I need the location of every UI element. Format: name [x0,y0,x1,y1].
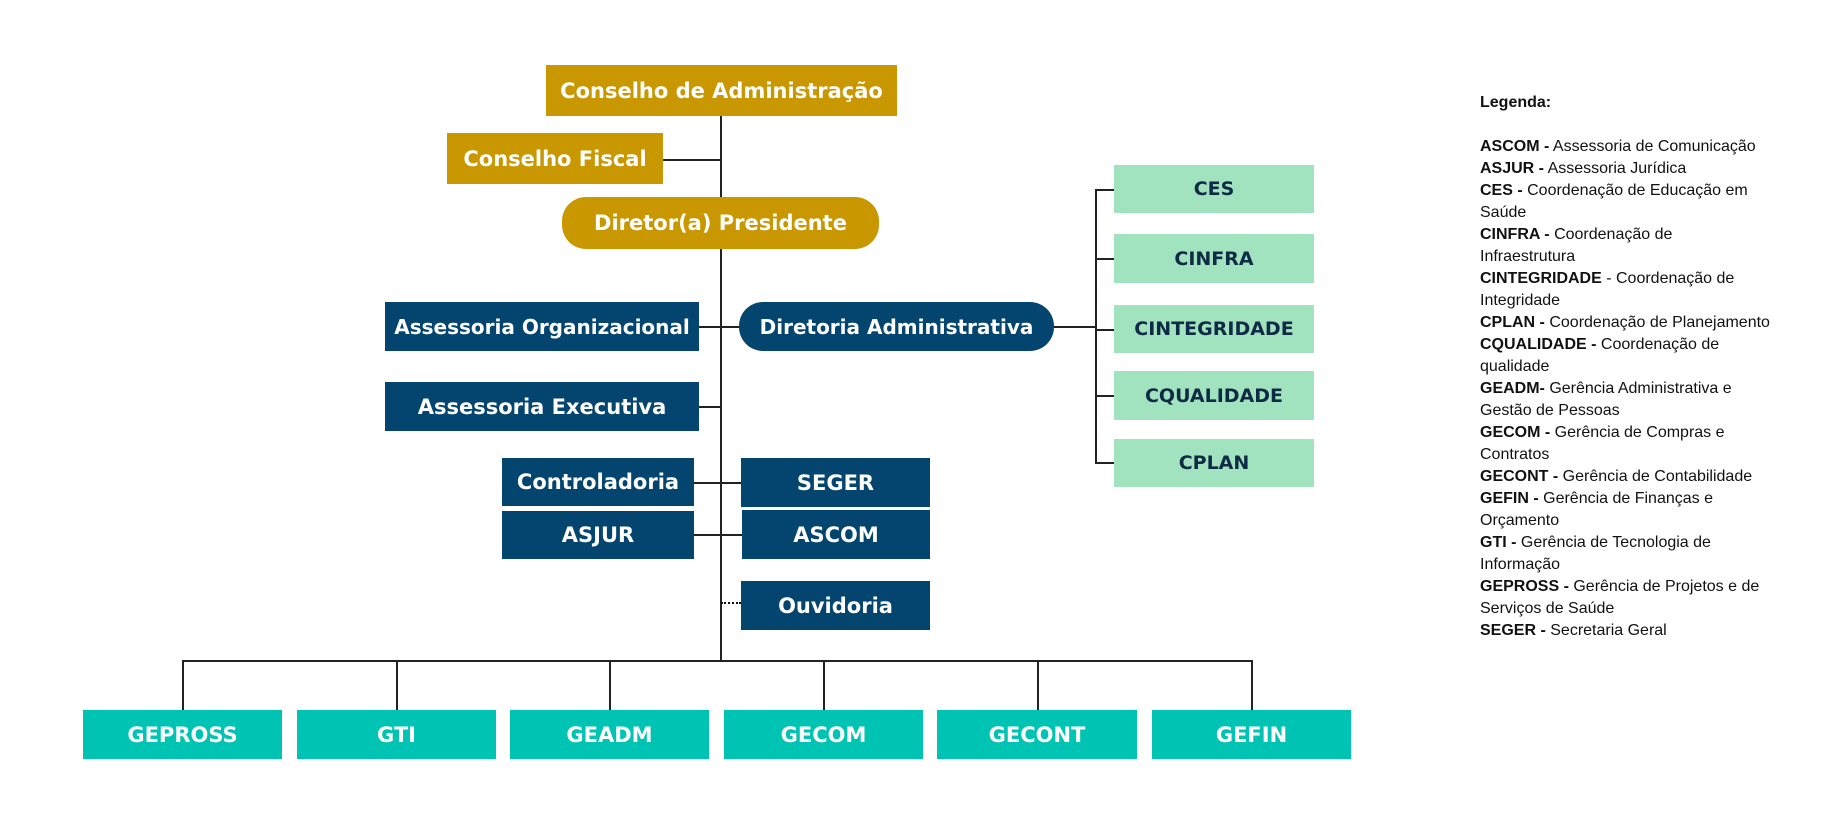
legend-desc: Coordenação de Planejamento [1544,314,1770,331]
node-assessoria-executiva: Assessoria Executiva [385,382,699,431]
node-gefin: GEFIN [1152,710,1351,759]
node-geadm: GEADM [510,710,709,759]
connector-line [182,660,184,710]
connector-line [699,326,739,328]
legend-desc: - Coordenação de Integridade [1480,270,1735,309]
connector-line [396,660,398,710]
legend-desc: Gerência de Finanças e Orçamento [1480,490,1713,529]
legend-item: CPLAN - Coordenação de Planejamento [1480,312,1770,334]
node-assessoria-organizacional: Assessoria Organizacional [385,302,699,351]
legend-item: GEADM- Gerência Administrativa e Gestão … [1480,378,1770,422]
connector-line [823,660,825,710]
legend-item: CES - Coordenação de Educação em Saúde [1480,180,1770,224]
legend-abbr: CPLAN - [1480,314,1545,331]
node-gti: GTI [297,710,496,759]
node-gepross: GEPROSS [83,710,282,759]
legend-item: GECONT - Gerência de Contabilidade [1480,466,1770,488]
legend-title: Legenda: [1480,94,1552,111]
dotted-connector [721,602,741,604]
connector-line [663,159,721,161]
connector-line [182,660,1251,662]
legend-abbr: ASJUR - [1480,160,1545,177]
node-diretoria-administrativa: Diretoria Administrativa [739,302,1054,351]
legend-desc: Coordenação de qualidade [1480,336,1720,375]
connector-line [1095,329,1114,331]
legend-abbr: SEGER - [1480,622,1546,639]
connector-line [1251,660,1253,710]
legend-desc: Gerência de Compras e Contratos [1480,424,1725,463]
legend-abbr: CES - [1480,182,1523,199]
legend-desc: Coordenação de Infraestrutura [1480,226,1673,265]
legend-abbr: GECOM - [1480,424,1551,441]
legend-desc: Gerência de Contabilidade [1558,468,1753,485]
legend-item: SEGER - Secretaria Geral [1480,620,1770,642]
connector-line [694,534,742,536]
legend-abbr: GECONT - [1480,468,1559,485]
node-cplan: CPLAN [1114,439,1314,487]
legend-abbr: ASCOM - [1480,138,1550,155]
legend-desc: Gerência de Tecnologia de Informação [1480,534,1711,573]
legend-desc: Secretaria Geral [1545,622,1667,639]
connector-line [720,116,722,660]
connector-line [694,482,741,484]
connector-line [1037,660,1039,710]
node-conselho-administracao: Conselho de Administração [546,65,897,116]
node-controladoria: Controladoria [502,458,694,506]
node-diretor-presidente: Diretor(a) Presidente [562,197,879,249]
node-ces: CES [1114,165,1314,213]
legend-item: CINFRA - Coordenação de Infraestrutura [1480,224,1770,268]
connector-line [699,406,721,408]
node-cintegridade: CINTEGRIDADE [1114,305,1314,353]
node-ouvidoria: Ouvidoria [741,581,930,630]
node-asjur: ASJUR [502,511,694,559]
connector-line [1095,395,1114,397]
connector-line [1095,258,1114,260]
legend-abbr: GEPROSS - [1480,578,1569,595]
connector-line [1095,462,1114,464]
legend-item: CQUALIDADE - Coordenação de qualidade [1480,334,1770,378]
node-gecont: GECONT [937,710,1137,759]
legend-item: CINTEGRIDADE - Coordenação de Integridad… [1480,268,1770,312]
connector-line [609,660,611,710]
node-ascom: ASCOM [742,510,930,559]
legend-item: GEPROSS - Gerência de Projetos e de Serv… [1480,576,1770,620]
legend-abbr: CINTEGRIDADE [1480,270,1602,287]
node-conselho-fiscal: Conselho Fiscal [447,133,663,184]
legend-abbr: CINFRA - [1480,226,1550,243]
legend-abbr: GEADM- [1480,380,1545,397]
legend-desc: Gerência Administrativa e Gestão de Pess… [1480,380,1732,419]
legend-desc: Assessoria de Comunicação [1549,138,1756,155]
legend-desc: Assessoria Jurídica [1544,160,1687,177]
legend-item: GECOM - Gerência de Compras e Contratos [1480,422,1770,466]
legend-desc: Gerência de Projetos e de Serviços de Sa… [1480,578,1760,617]
connector-line [1054,326,1096,328]
node-cqualidade: CQUALIDADE [1114,371,1314,420]
legend-abbr: CQUALIDADE - [1480,336,1597,353]
node-gecom: GECOM [724,710,923,759]
node-seger: SEGER [741,458,930,507]
legend-abbr: GTI - [1480,534,1517,551]
connector-line [1095,189,1114,191]
connector-line [1095,189,1097,463]
legend-item: GTI - Gerência de Tecnologia de Informaç… [1480,532,1770,576]
node-cinfra: CINFRA [1114,234,1314,283]
legend: Legenda: ASCOM - Assessoria de Comunicaç… [1480,92,1770,642]
legend-desc: Coordenação de Educação em Saúde [1480,182,1748,221]
legend-item: GEFIN - Gerência de Finanças e Orçamento [1480,488,1770,532]
legend-item: ASCOM - Assessoria de Comunicação [1480,136,1770,158]
legend-item: ASJUR - Assessoria Jurídica [1480,158,1770,180]
legend-abbr: GEFIN - [1480,490,1539,507]
